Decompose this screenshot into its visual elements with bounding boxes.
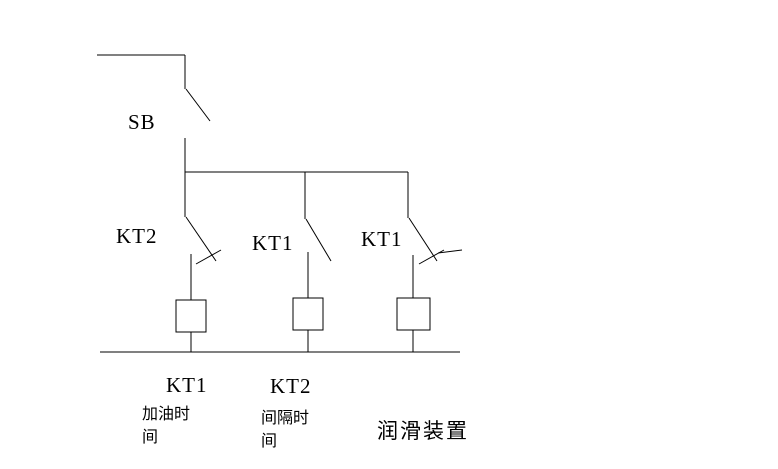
label-coil-kt2: KT2: [270, 374, 312, 398]
branch2-contact-blade: [305, 218, 332, 262]
caption-interval-time: 间隔时间: [261, 410, 310, 451]
lubrication-device-box: [396, 297, 431, 331]
label-contact-kt2: KT2: [116, 224, 158, 248]
coil-kt2-box: [292, 297, 324, 331]
label-sb: SB: [128, 110, 156, 134]
caption-lubrication-device: 润滑装置: [377, 419, 469, 443]
branch3-contact-extension: [437, 249, 463, 254]
branch1-contact-blade: [185, 216, 217, 262]
label-contact-kt1-middle: KT1: [252, 231, 294, 255]
caption-oil-time: 加油时间: [142, 406, 191, 447]
coil-kt1-box: [175, 299, 207, 333]
branch3-contact-blade: [408, 217, 438, 262]
label-coil-kt1: KT1: [166, 373, 208, 397]
branch1-contact-tick: [195, 249, 222, 265]
sb-switch-blade: [185, 88, 211, 122]
label-contact-kt1-right: KT1: [361, 227, 403, 251]
